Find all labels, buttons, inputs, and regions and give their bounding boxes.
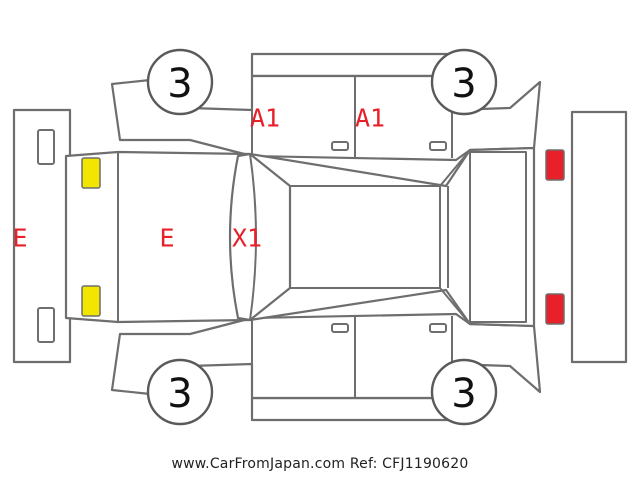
tire-front-right: 3 (146, 358, 214, 426)
rear-lamp-left (545, 149, 565, 181)
tire-rear-left: 3 (430, 48, 498, 116)
front-lamp-left (81, 157, 101, 189)
right-side-panel (110, 312, 542, 422)
footer-ref: Ref: CFJ1190620 (349, 456, 469, 472)
rear-bumper (570, 110, 628, 364)
tire-condition-label: 3 (167, 61, 192, 107)
left-side-panel (110, 52, 542, 162)
footer-credit: www.CarFromJapan.com Ref: CFJ1190620 (0, 456, 640, 472)
rear-lamp-right (545, 293, 565, 325)
damage-code-windshield: X1 (232, 224, 262, 253)
tire-condition-label: 3 (451, 61, 476, 107)
damage-code-front-door-left: A1 (250, 104, 280, 133)
tire-condition-label: 3 (167, 371, 192, 417)
tire-front-left: 3 (146, 48, 214, 116)
damage-code-hood: E (159, 224, 174, 253)
damage-code-rear-door-left: A1 (355, 104, 385, 133)
footer-site: www.CarFromJapan.com (171, 456, 346, 472)
front-lamp-right (81, 285, 101, 317)
tire-rear-right: 3 (430, 358, 498, 426)
tire-condition-label: 3 (451, 371, 476, 417)
car-body-top-view (64, 146, 536, 328)
front-bumper (12, 108, 72, 364)
damage-code-front-bumper: E (12, 224, 27, 253)
